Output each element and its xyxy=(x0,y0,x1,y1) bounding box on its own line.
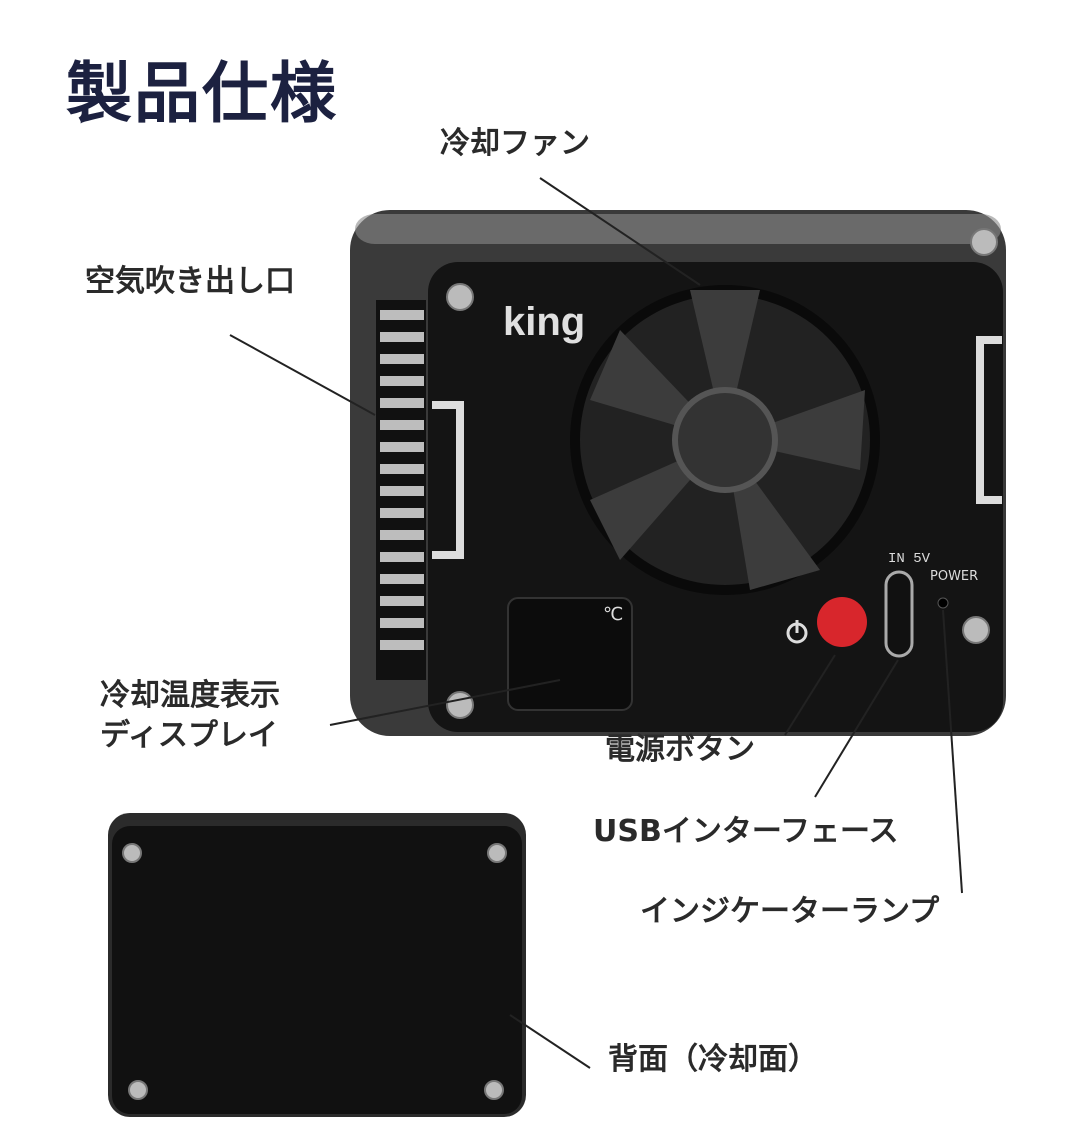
back-device xyxy=(108,813,526,1117)
indicator-lamp xyxy=(937,597,949,609)
label-cooling-fan: 冷却ファン xyxy=(440,126,590,161)
label-indicator: インジケーターランプ xyxy=(640,894,940,929)
label-usb: USBインターフェース xyxy=(593,814,899,849)
cooling-fan xyxy=(570,285,880,595)
front-device: king ℃ IN 5V POWER xyxy=(350,210,1006,736)
usb-port xyxy=(884,570,914,658)
label-display-line2: ディスプレイ xyxy=(100,718,278,753)
usb-label: IN 5V xyxy=(888,551,931,567)
callout-lines xyxy=(229,177,963,1069)
air-vent xyxy=(376,300,426,680)
screws xyxy=(446,228,998,719)
power-icon xyxy=(786,620,808,644)
label-display-line1: 冷却温度表示 xyxy=(100,678,280,713)
page-title: 製品仕様 xyxy=(66,55,338,132)
temp-unit: ℃ xyxy=(603,604,623,625)
label-back: 背面（冷却面） xyxy=(608,1042,818,1077)
power-label: POWER xyxy=(930,569,978,584)
label-power-button: 電源ボタン xyxy=(605,732,755,767)
temperature-display xyxy=(507,597,633,711)
power-button[interactable] xyxy=(817,597,867,647)
brand-logo: king xyxy=(503,300,585,344)
label-air-vent: 空気吹き出し口 xyxy=(85,264,295,299)
